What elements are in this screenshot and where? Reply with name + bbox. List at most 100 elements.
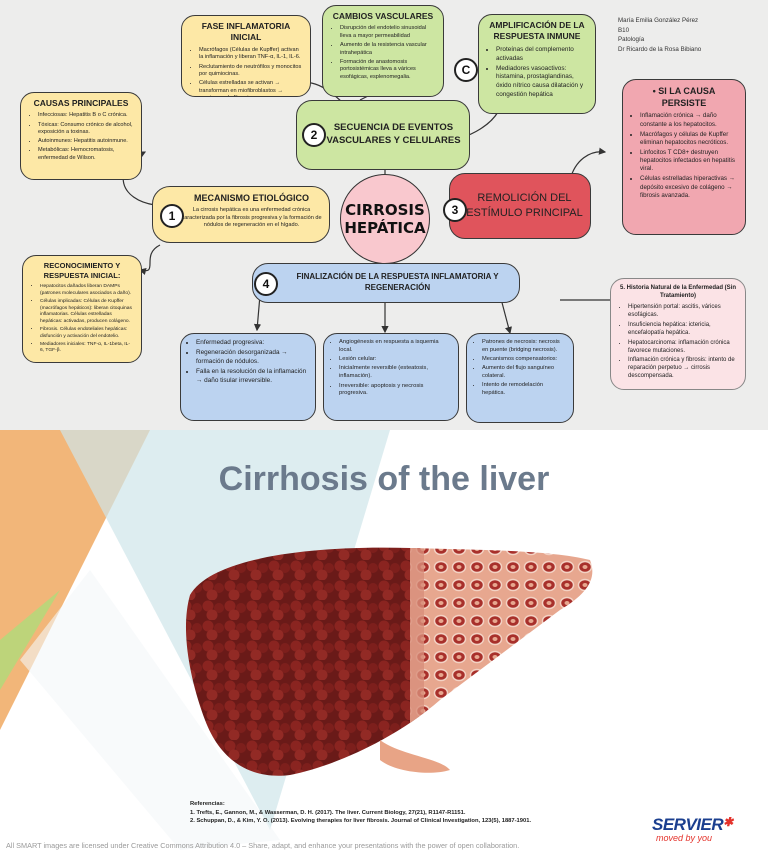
list-item: Falla en la resolución de la inflamación…: [196, 368, 308, 385]
historia-list: Hipertensión portal: ascitis, várices es…: [618, 303, 738, 380]
si-la-causa-persiste-box: • SI LA CAUSA PERSISTE Inflamación cróni…: [622, 79, 746, 235]
causas-title: CAUSAS PRINCIPALES: [33, 98, 129, 108]
amplificacion-title: AMPLIFICACIÓN DE LA RESPUESTA INMUNE: [489, 20, 585, 42]
list-item: Inflamación crónica y fibrosis: intento …: [628, 356, 738, 380]
causas-principales-box: CAUSAS PRINCIPALES Infecciosas: Hepatiti…: [20, 92, 142, 180]
cambios-vasculares-box: CAMBIOS VASCULARES Disrupción del endote…: [322, 5, 444, 97]
list-item: Proteínas del complemento activadas: [496, 46, 588, 63]
list-item: Metabólicas: Hemocromatosis, enfermedad …: [38, 147, 134, 162]
reference-item: 1. Trefts, E., Gannon, M., & Wasserman, …: [190, 809, 466, 816]
reference-item: 2. Schuppan, D., & Kim, Y. O. (2013). Ev…: [190, 818, 532, 825]
final-box-1: Enfermedad progresiva: Regeneración deso…: [180, 333, 316, 421]
author-teacher: Dr Ricardo de la Rosa Bibiano: [618, 45, 702, 53]
step-2-box: SECUENCIA DE EVENTOS VASCULARES Y CELULA…: [296, 100, 470, 170]
historia-natural-box: 5. Historia Natural de la Enfermedad (Si…: [610, 278, 746, 390]
list-item: Inicialmente reversible (esteatosis, inf…: [339, 365, 451, 381]
cross-section-lobules: [410, 547, 593, 776]
fase-title: FASE INFLAMATORIA INICIAL: [201, 21, 291, 43]
step-3-title: REMOLICIÓN DEL ESTÍMULO PRINCIPAL: [466, 192, 583, 219]
reconocimiento-list: Hepatocitos dañados liberan DAMPs (patro…: [30, 284, 134, 355]
step-c-badge: C: [454, 58, 478, 82]
gray-triangle: [20, 570, 280, 850]
list-item: Macrófagos y células de Kupffer eliminan…: [640, 131, 738, 148]
list-item: Intento de remodelación hepática.: [482, 382, 566, 397]
step-4-box: FINALIZACIÓN DE LA RESPUESTA INFLAMATORI…: [252, 263, 520, 303]
list-item: Patrones de necrosis: necrosis en puente…: [482, 339, 566, 354]
amplificacion-list: Proteínas del complemento activadas Medi…: [486, 46, 588, 99]
center-title-line1: CIRROSIS: [345, 201, 425, 219]
cirrhotic-surface: [185, 547, 420, 776]
list-item: Formación de anastomosis portosistémicas…: [340, 59, 436, 82]
persiste-title-text: SI LA CAUSA PERSISTE: [658, 86, 716, 109]
step-4-title: FINALIZACIÓN DE LA RESPUESTA INFLAMATORI…: [296, 272, 499, 292]
author-group: B10: [618, 26, 630, 34]
final-list-1: Enfermedad progresiva: Regeneración deso…: [188, 339, 308, 385]
list-item: Infecciosas: Hepatitis B o C crónica.: [38, 112, 134, 120]
causas-list: Infecciosas: Hepatitis B o C crónica. Tó…: [28, 112, 134, 162]
list-item: Tóxicas: Consumo crónico de alcohol, exp…: [38, 122, 134, 137]
final-box-3: Patrones de necrosis: necrosis en puente…: [466, 333, 574, 423]
list-item: Aumento de la resistencia vascular intra…: [340, 42, 436, 57]
servier-logo: SERVIER✱ moved by you: [652, 815, 762, 843]
list-item: Angiogénesis en respuesta a isquemia loc…: [339, 339, 451, 355]
list-item: Insuficiencia hepática: ictericia, encef…: [628, 321, 738, 337]
step-2-badge: 2: [302, 123, 326, 147]
persiste-list: Inflamación crónica → daño constante a l…: [630, 112, 738, 200]
list-item: Hipertensión portal: ascitis, várices es…: [628, 303, 738, 319]
author-subject: Patología: [618, 36, 645, 44]
list-item: Enfermedad progresiva:: [196, 339, 308, 348]
historia-title: 5. Historia Natural de la Enfermedad (Si…: [619, 285, 737, 300]
list-item: Hepatocarcinoma: inflamación crónica fav…: [628, 339, 738, 355]
list-item: Células estrelladas hiperactivas → depós…: [640, 175, 738, 200]
list-item: Fibrosis. Células endoteliales hepáticas…: [40, 327, 134, 340]
list-item: Aumento del flujo sanguíneo colateral.: [482, 365, 566, 380]
brand-tagline: moved by you: [656, 833, 713, 843]
green-triangle: [0, 590, 60, 690]
concept-map: María Emilia González Pérez B10 Patologí…: [0, 0, 768, 430]
list-item: Células implicadas: Células de Kupffer (…: [40, 299, 134, 325]
final-box-2: Angiogénesis en respuesta a isquemia loc…: [323, 333, 459, 421]
list-item: Autoinmunes: Hepatitis autoinmune.: [38, 138, 134, 146]
persiste-title: • SI LA CAUSA PERSISTE: [652, 86, 716, 109]
list-item: Irreversible: apoptosis y necrosis progr…: [339, 383, 451, 399]
fase-list: Macrófagos (Células de Kupffer) activan …: [189, 47, 303, 96]
list-item: Reclutamiento de neutrófilos y monocitos…: [199, 64, 303, 79]
list-item: Macrófagos (Células de Kupffer) activan …: [199, 47, 303, 62]
step-1-title: MECANISMO ETIOLÓGICO: [193, 193, 309, 203]
step-1-badge: 1: [160, 204, 184, 228]
list-item: Regeneración desorganizada → formación d…: [196, 349, 308, 366]
final-list-2: Angiogénesis en respuesta a isquemia loc…: [331, 339, 451, 398]
list-item: Linfocitos T CD8+ destruyen hepatocitos …: [640, 149, 738, 174]
author-info: María Emilia González Pérez B10 Patologí…: [618, 16, 701, 54]
list-item: Mecanismos compensatorios:: [482, 356, 566, 364]
step-3-badge: 3: [443, 198, 467, 222]
amplificacion-box: AMPLIFICACIÓN DE LA RESPUESTA INMUNE Pro…: [478, 14, 596, 114]
gallbladder-edge: [380, 740, 450, 773]
author-name: María Emilia González Pérez: [618, 17, 699, 24]
liver-illustration: [185, 547, 593, 776]
step-2-title: SECUENCIA DE EVENTOS VASCULARES Y CELULA…: [326, 122, 461, 146]
brand-name: SERVIER✱: [652, 815, 733, 834]
center-title-line2: HEPÁTICA: [344, 219, 426, 237]
list-item: Lesión celular:: [339, 356, 451, 364]
references: Referencias: 1. Trefts, E., Gannon, M., …: [190, 800, 531, 826]
reconocimiento-title: RECONOCIMIENTO Y RESPUESTA INICIAL:: [43, 261, 121, 281]
slide-title: Cirrhosis of the liver: [218, 460, 550, 498]
final-list-3: Patrones de necrosis: necrosis en puente…: [474, 339, 566, 397]
cambios-list: Disrupción del endotelio sinusoidal llev…: [330, 25, 436, 81]
step-4-badge: 4: [254, 272, 278, 296]
liver-slide: Cirrhosis of the liver: [0, 430, 768, 862]
list-item: Células estrelladas se activan → transfo…: [199, 80, 303, 96]
step-3-box: REMOLICIÓN DEL ESTÍMULO PRINCIPAL: [449, 173, 591, 239]
list-item: Disrupción del endotelio sinusoidal llev…: [340, 25, 436, 40]
fase-inflamatoria-box: FASE INFLAMATORIA INICIAL Macrófagos (Cé…: [181, 15, 311, 97]
cambios-title: CAMBIOS VASCULARES: [332, 11, 434, 21]
list-item: Hepatocitos dañados liberan DAMPs (patro…: [40, 284, 134, 297]
brand-mark-icon: ✱: [723, 815, 733, 829]
list-item: Inflamación crónica → daño constante a l…: [640, 112, 738, 129]
license-text: All SMART images are licensed under Crea…: [6, 841, 520, 850]
list-item: Mediadores vasoactivos: histamina, prost…: [496, 65, 588, 100]
center-node: CIRROSIS HEPÁTICA: [340, 174, 430, 264]
reconocimiento-box: RECONOCIMIENTO Y RESPUESTA INICIAL: Hepa…: [22, 255, 142, 363]
step-1-text: La cirrosis hepática es una enfermedad c…: [181, 207, 322, 229]
